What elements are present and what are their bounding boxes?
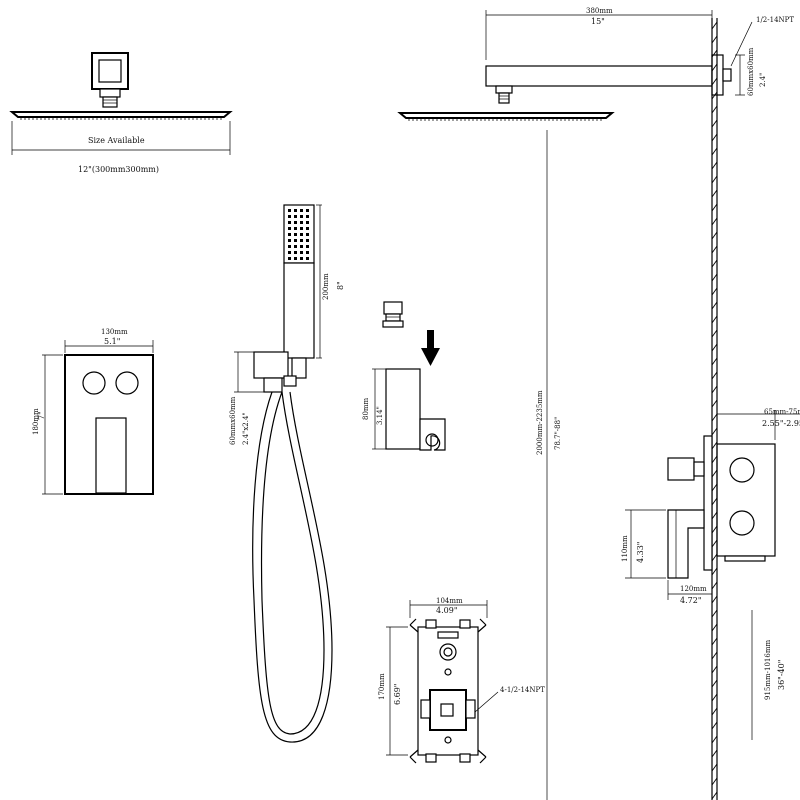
total-height-in: 78.7"-88" — [554, 417, 562, 450]
hand-shower-length-in: 8" — [336, 281, 345, 290]
valve-mount-height-in: 36"-40" — [777, 660, 786, 690]
holder-size-in: 2.4"x2.4" — [242, 412, 250, 445]
trim-height-in: 7" — [37, 411, 46, 420]
wall-section — [711, 18, 718, 800]
trim-plate-front-view: 130mm 5.1" 180mm 7" — [32, 328, 154, 495]
valve-side-view: 65mm-75mm 2.55"-2.95" 110mm 4.33" 120mm … — [621, 408, 800, 740]
shower-head-size-label: Size Available — [88, 136, 145, 145]
arm-thread-label: 1/2-14NPT — [756, 16, 794, 24]
trim-width-in: 5.1" — [104, 337, 120, 346]
valve-height-in: 6.69" — [393, 684, 402, 706]
bracket-height-mm: 80mm — [362, 397, 370, 420]
valve-height-mm: 170mm — [378, 673, 386, 700]
handle-height-mm: 110mm — [621, 535, 629, 562]
valve-mount-height-mm: 915mm-1016mm — [764, 640, 772, 700]
arm-length-in: 15" — [591, 17, 605, 26]
trim-height-mm: 180mm — [32, 408, 40, 435]
valve-body-front-view: 104mm 4.09" 170mm 6.69" 4-1/2-14NPT — [378, 597, 545, 764]
handle-height-in: 4.33" — [636, 542, 645, 564]
handle-depth-in: 4.72" — [680, 596, 702, 605]
bracket-height-in: 3.14" — [376, 406, 384, 425]
handle-depth-mm: 120mm — [680, 585, 707, 593]
arm-length-mm: 380mm — [586, 7, 613, 15]
total-height-mm: 2000mm-2235mm — [536, 390, 544, 455]
hose-bracket: 80mm 3.14" — [362, 301, 446, 451]
wall-depth-in: 2.55"-2.95" — [762, 419, 800, 428]
wall-depth-mm: 65mm-75mm — [764, 408, 800, 416]
hand-shower: 200mm 8" 60mmx60mm 2.4"x2.4" — [229, 204, 345, 743]
valve-width-in: 4.09" — [436, 606, 458, 615]
hand-shower-length-mm: 200mm — [322, 273, 330, 300]
valve-width-mm: 104mm — [436, 597, 463, 605]
arm-flange-mm: 60mmx60mm — [747, 47, 755, 96]
trim-width-mm: 130mm — [101, 328, 128, 336]
shower-arm-side-view: 380mm 15" 1/2-14NPT 60mmx60mm 2.4" — [397, 7, 794, 121]
holder-size-mm: 60mmx60mm — [229, 396, 237, 445]
shower-head-front-view: Size Available 12"(300mm300mm) — [9, 52, 233, 174]
arm-flange-in: 2.4" — [759, 73, 767, 87]
shower-head-size-value: 12"(300mm300mm) — [78, 165, 159, 174]
valve-thread-label: 4-1/2-14NPT — [500, 686, 545, 694]
